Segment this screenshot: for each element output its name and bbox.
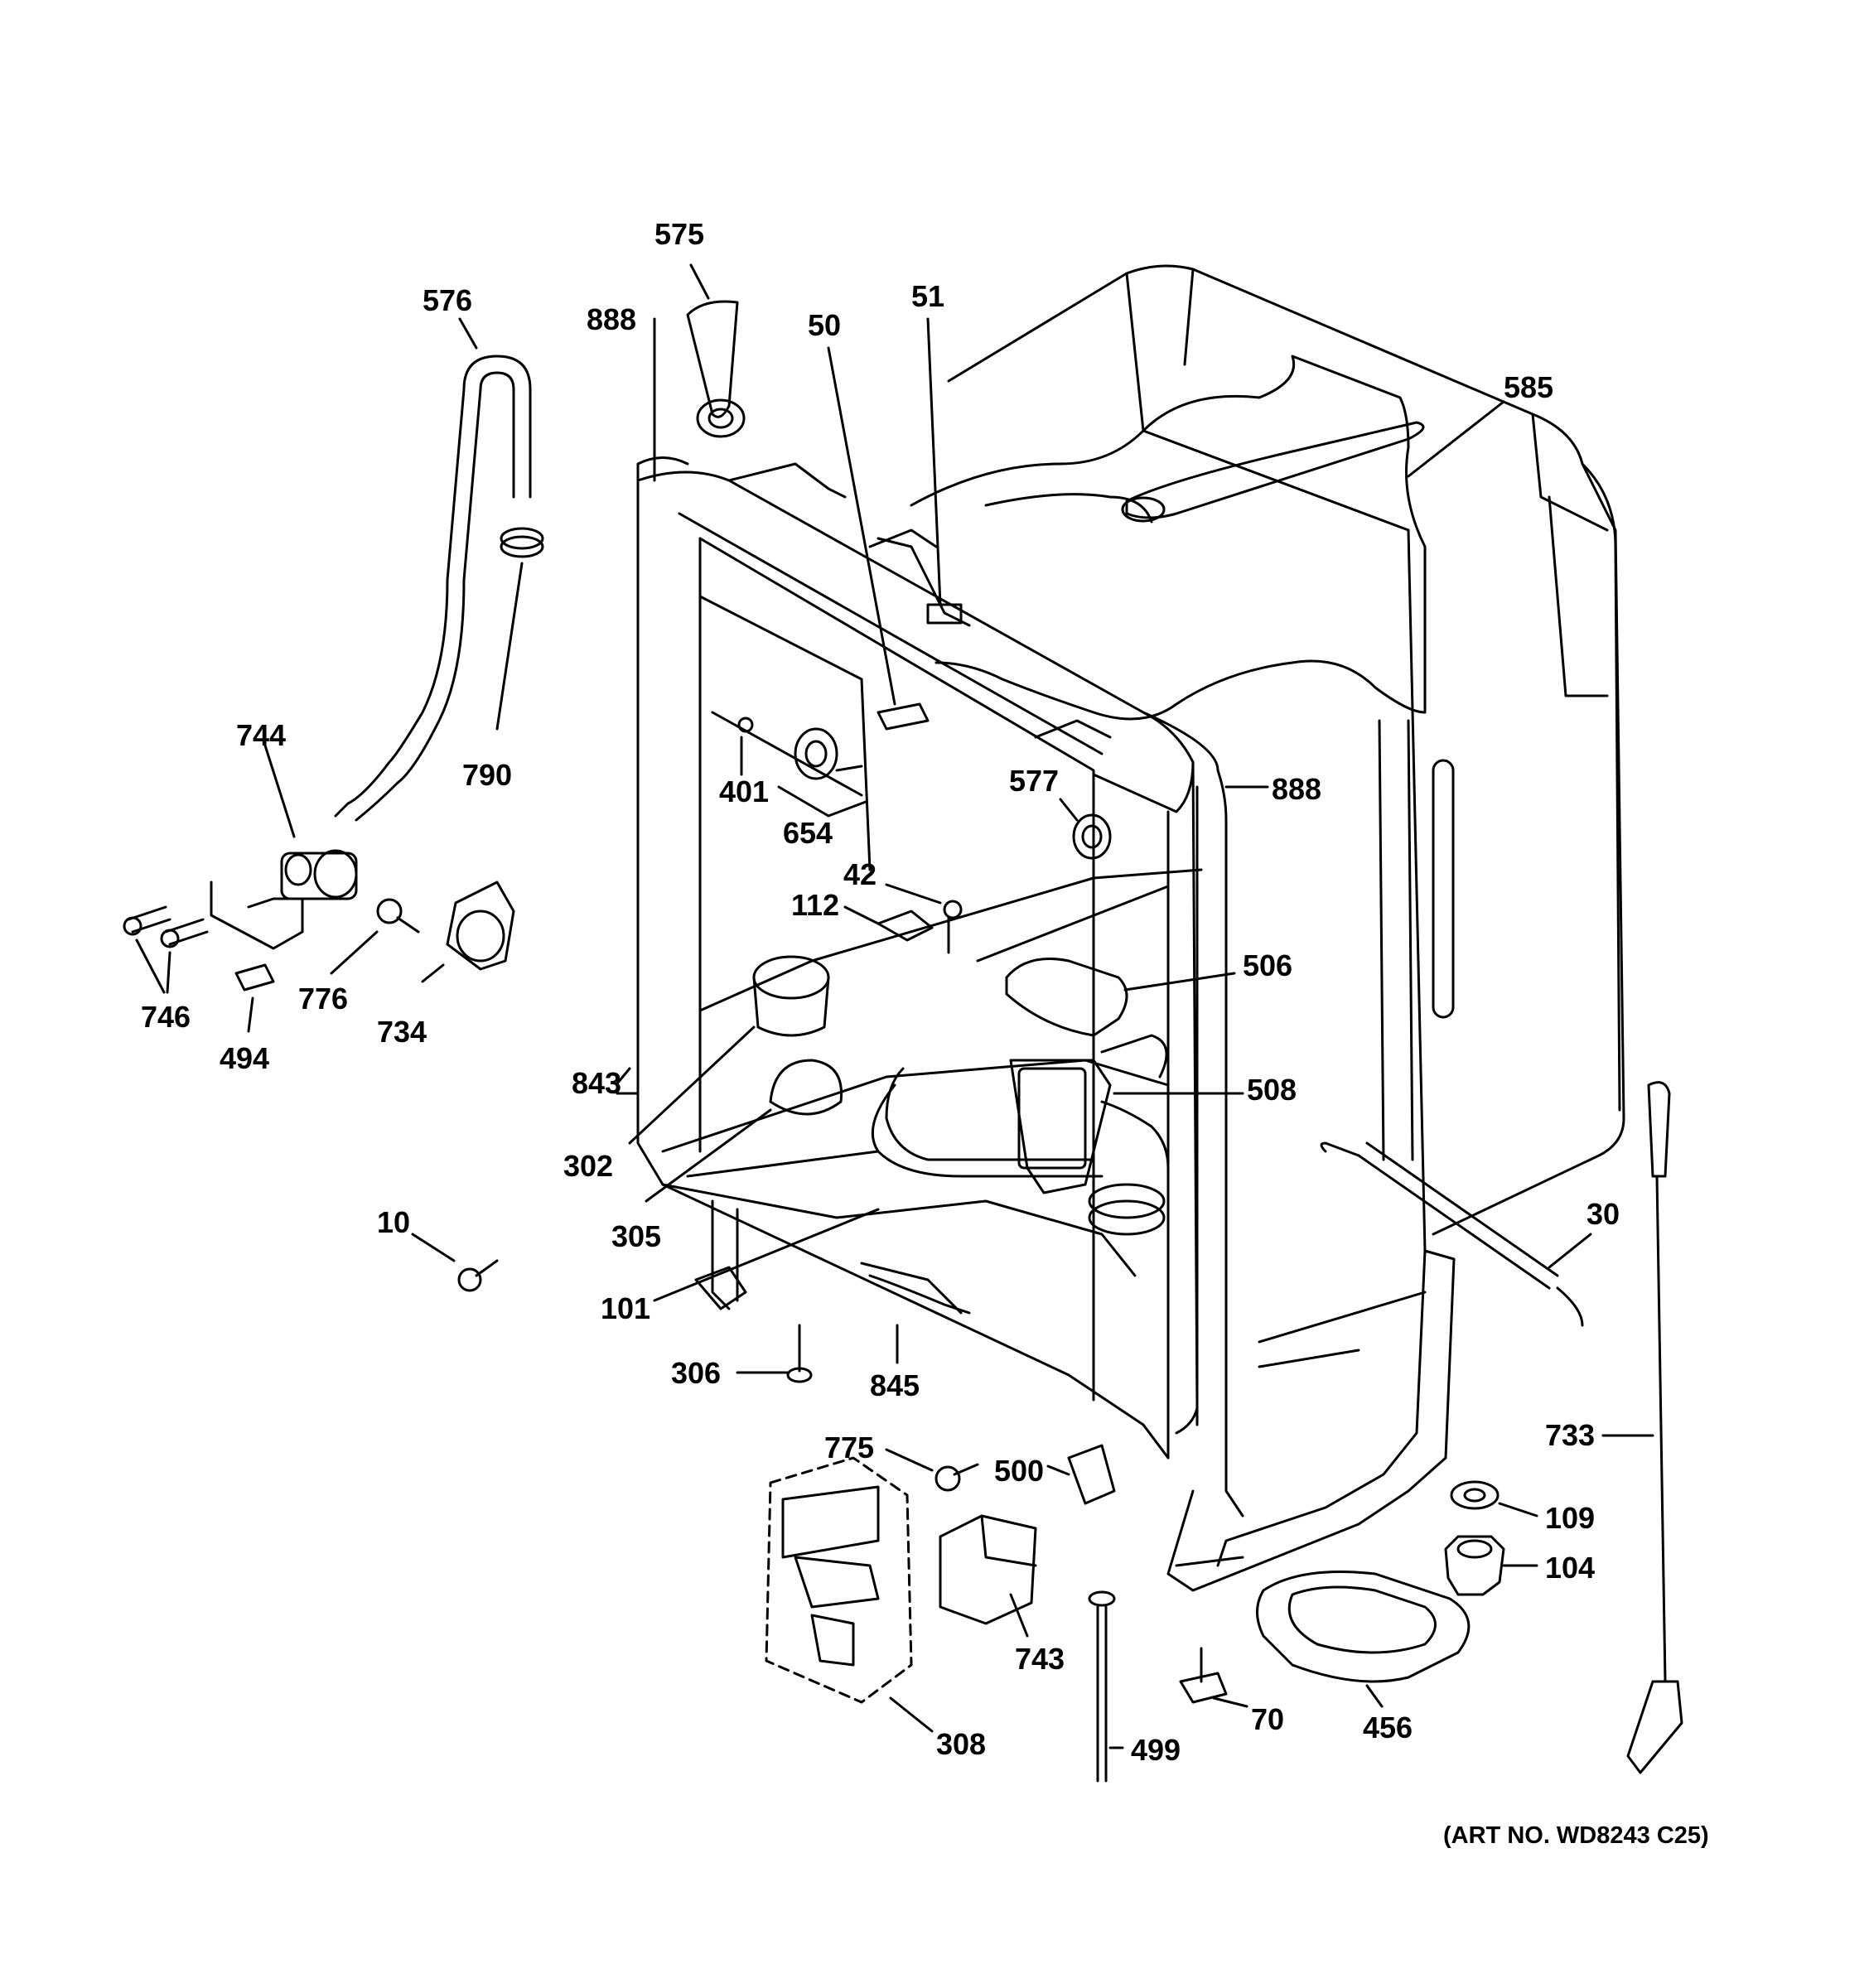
- callout-744: 744: [236, 718, 286, 752]
- part-50-bracket: [828, 348, 928, 729]
- callout-456: 456: [1363, 1711, 1413, 1744]
- callout-306: 306: [671, 1356, 721, 1390]
- part-104-nut: [1446, 1537, 1537, 1595]
- callout-30: 30: [1586, 1197, 1620, 1231]
- callout-734: 734: [377, 1015, 427, 1049]
- leader-101: [653, 1208, 880, 1302]
- callout-50: 50: [808, 308, 841, 342]
- callout-508: 508: [1247, 1073, 1297, 1107]
- callout-302: 302: [563, 1149, 613, 1183]
- callout-labels: 575 576 888 50 51 585 744 790 401 654 57…: [141, 217, 1709, 1849]
- part-306-pin: [737, 1325, 811, 1382]
- callout-109: 109: [1545, 1501, 1595, 1535]
- part-585-spray-arm: [1123, 402, 1504, 521]
- callout-42: 42: [843, 857, 877, 891]
- part-775-screw: [886, 1450, 978, 1490]
- callout-577: 577: [1009, 764, 1059, 798]
- part-456-base: [1258, 1572, 1469, 1707]
- part-576-hose: [336, 319, 530, 820]
- callout-746: 746: [141, 1000, 191, 1034]
- callout-305: 305: [611, 1219, 661, 1253]
- part-743-block: [940, 1516, 1036, 1636]
- callout-888-right: 888: [1272, 772, 1321, 806]
- callout-499: 499: [1131, 1733, 1181, 1767]
- callout-775: 775: [824, 1431, 874, 1464]
- callout-101: 101: [601, 1291, 650, 1325]
- part-112-bracket: [845, 907, 932, 940]
- part-500-clip: [1048, 1445, 1114, 1503]
- callout-10: 10: [377, 1205, 410, 1239]
- callout-70: 70: [1251, 1702, 1284, 1736]
- callout-401: 401: [719, 774, 769, 808]
- part-109-ring: [1451, 1482, 1537, 1516]
- part-305-cap: [646, 1060, 842, 1201]
- callout-494: 494: [220, 1041, 269, 1075]
- part-70-leg: [1181, 1648, 1247, 1706]
- callout-506: 506: [1243, 948, 1292, 982]
- part-494-connector: [236, 965, 273, 1031]
- callout-308: 308: [936, 1727, 986, 1761]
- callout-575: 575: [654, 217, 704, 251]
- callout-843: 843: [572, 1066, 621, 1100]
- callout-790: 790: [462, 758, 512, 792]
- callout-576: 576: [423, 283, 472, 317]
- callout-500: 500: [994, 1454, 1044, 1488]
- part-654-wheel: [779, 729, 866, 816]
- callout-585: 585: [1504, 370, 1553, 404]
- part-746-screws: [124, 907, 207, 992]
- part-575-funnel: [688, 265, 744, 437]
- part-733-cable: [1603, 1083, 1682, 1773]
- callout-654: 654: [783, 816, 833, 850]
- callout-776: 776: [298, 982, 348, 1016]
- part-499-sensor: [1089, 1592, 1123, 1781]
- tub-body: [638, 266, 1624, 1590]
- leader-843b: [616, 1067, 631, 1085]
- part-302-cap: [630, 957, 828, 1143]
- part-10-screw: [413, 1234, 497, 1291]
- part-30-spring: [1321, 1143, 1591, 1325]
- part-577-grommet: [1060, 799, 1110, 858]
- part-308-assembly: [766, 1458, 932, 1731]
- part-744-water-valve: [211, 746, 356, 948]
- callout-104: 104: [1545, 1551, 1595, 1585]
- part-401-nut: [739, 718, 752, 774]
- part-776-screw: [331, 900, 418, 973]
- part-506-filter: [1007, 959, 1234, 1036]
- callout-845: 845: [870, 1368, 920, 1402]
- callout-733: 733: [1545, 1418, 1595, 1452]
- part-734-switch: [423, 882, 514, 982]
- part-51-bracket: [928, 319, 961, 623]
- callout-112: 112: [791, 888, 839, 922]
- part-508-filter-cup: [1011, 1060, 1243, 1193]
- callout-888-top: 888: [587, 302, 636, 336]
- callout-51: 51: [911, 279, 944, 313]
- art-number: (ART NO. WD8243 C25): [1443, 1822, 1709, 1849]
- callout-743: 743: [1015, 1642, 1065, 1676]
- part-790-clamp: [497, 528, 543, 729]
- part-42-screw: [886, 885, 961, 953]
